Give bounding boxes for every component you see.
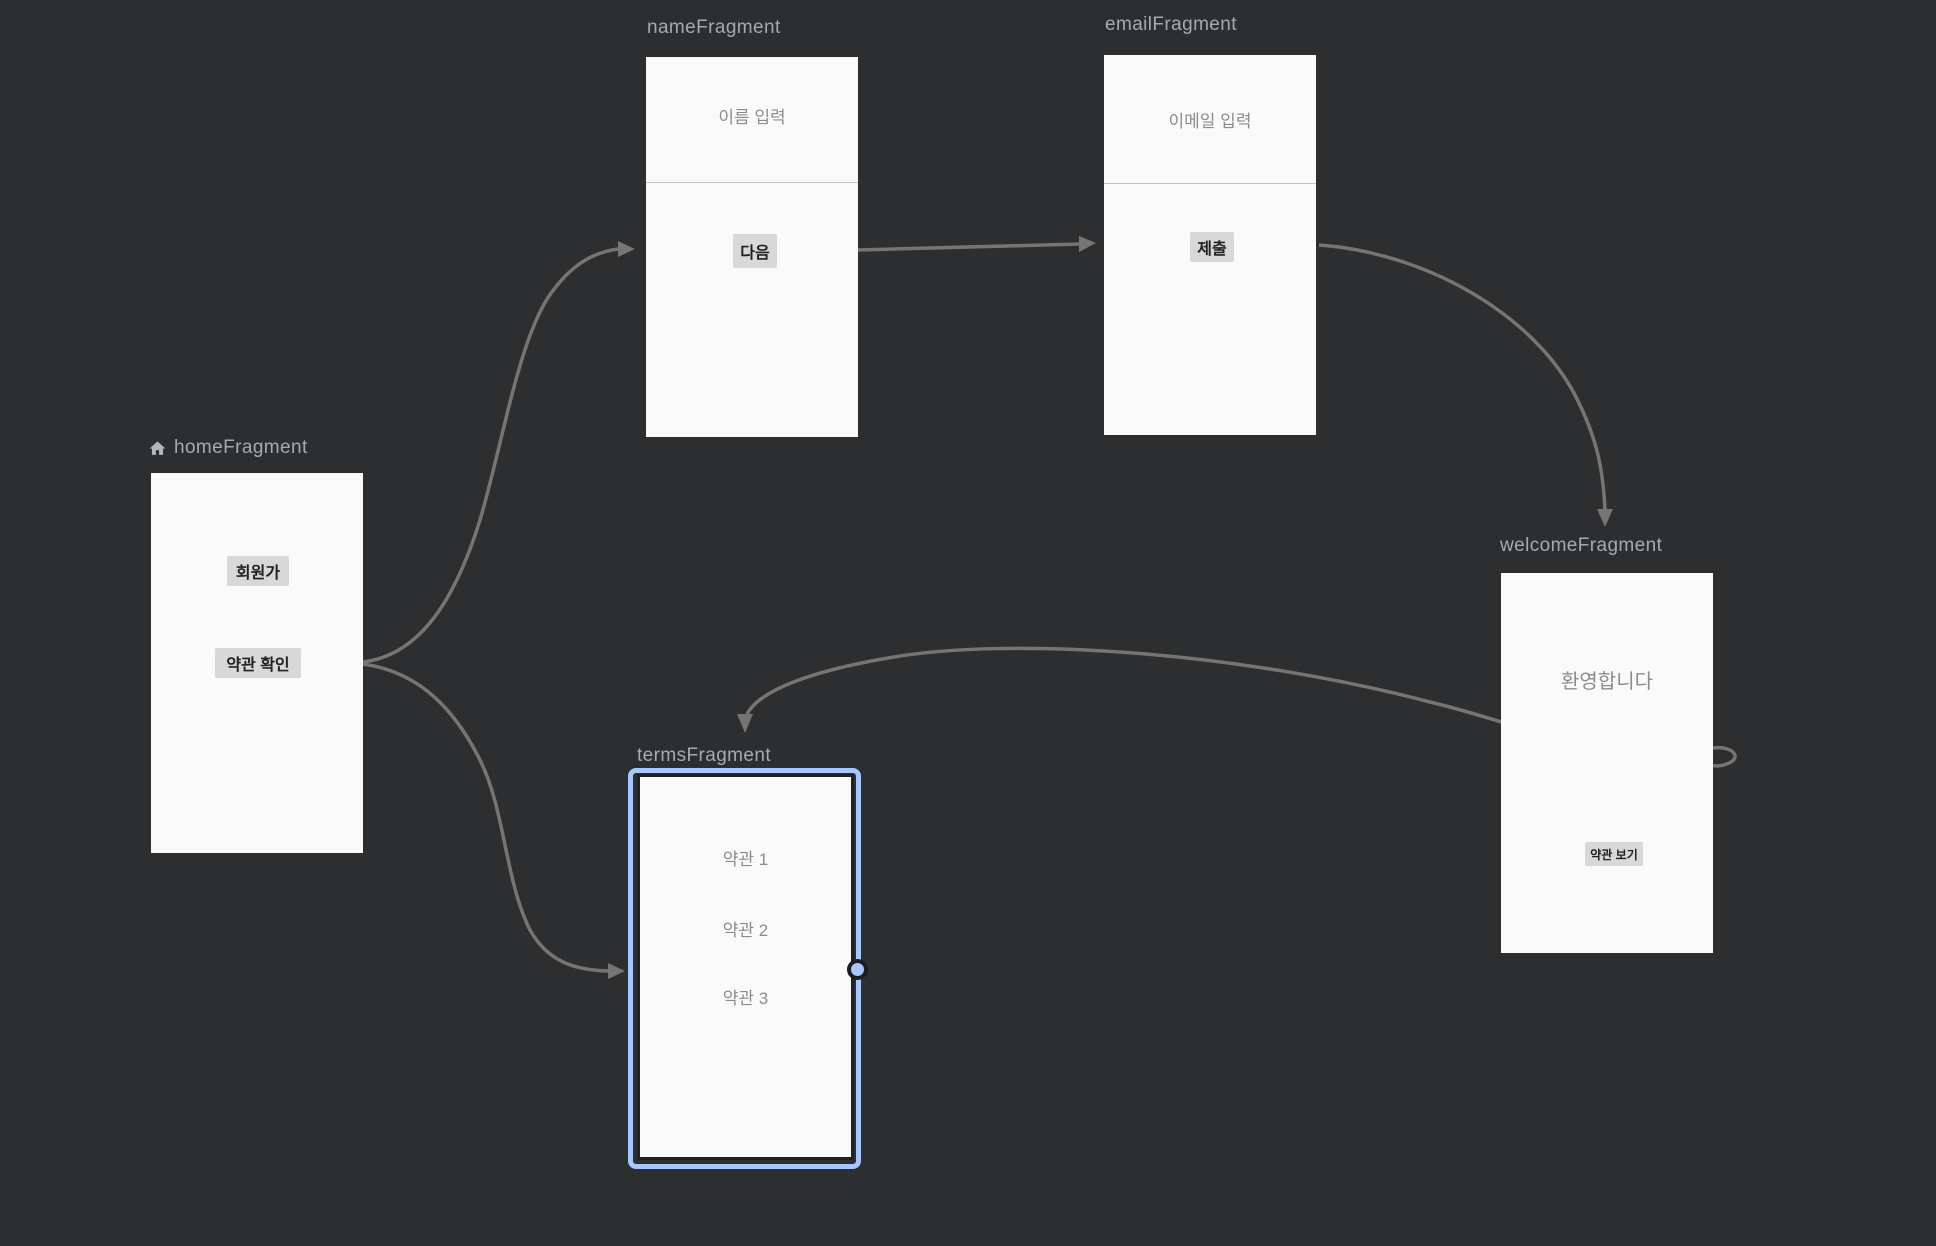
card-divider: [1104, 183, 1316, 184]
edge-name-to-email[interactable]: [855, 236, 1096, 252]
welcome-label-preview: 환영합니다: [1561, 671, 1653, 693]
signup-button-preview: 회원가: [227, 556, 289, 586]
email-fragment-card[interactable]: 이메일 입력 제출: [1104, 55, 1316, 435]
terms-fragment-title: termsFragment: [637, 745, 771, 767]
name-fragment-card[interactable]: 이름 입력 다음: [646, 57, 858, 437]
edge-email-to-welcome[interactable]: [1318, 243, 1613, 527]
terms-fragment-preview: 약관 1 약관 2 약관 3: [640, 777, 851, 1157]
submit-button-preview: 제출: [1190, 232, 1234, 262]
view-terms-button-preview: 약관 보기: [1585, 842, 1643, 866]
welcome-fragment-card[interactable]: 환영합니다 약관 보기: [1501, 573, 1713, 953]
fragment-title-label: termsFragment: [637, 745, 772, 766]
terms-item-3-preview: 약관 3: [722, 989, 769, 1008]
fragment-title-label: welcomeFragment: [1500, 535, 1663, 556]
card-divider: [646, 182, 858, 183]
edge-welcome-to-terms[interactable]: [737, 646, 1737, 768]
home-fragment-card[interactable]: 회원가 약관 확인: [151, 473, 363, 853]
fragment-title-label: nameFragment: [647, 17, 781, 38]
action-connection-handle[interactable]: [847, 959, 868, 980]
terms-fragment-card[interactable]: 약관 1 약관 2 약관 3: [637, 774, 854, 1160]
home-fragment-title: homeFragment: [148, 437, 308, 459]
email-fragment-title: emailFragment: [1105, 14, 1237, 36]
fragment-title-label: emailFragment: [1105, 14, 1237, 35]
name-fragment-title: nameFragment: [647, 17, 781, 39]
edge-home-to-name[interactable]: [362, 241, 635, 664]
email-input-label-preview: 이메일 입력: [1168, 112, 1252, 131]
home-icon: [149, 440, 166, 455]
terms-item-1-preview: 약관 1: [722, 850, 769, 869]
terms-check-button-preview: 약관 확인: [215, 648, 301, 678]
welcome-fragment-title: welcomeFragment: [1500, 535, 1662, 557]
terms-item-2-preview: 약관 2: [722, 921, 769, 940]
fragment-title-label: homeFragment: [174, 437, 308, 458]
edge-home-to-terms[interactable]: [362, 662, 625, 979]
name-input-label-preview: 이름 입력: [718, 108, 786, 127]
next-button-preview: 다음: [733, 234, 777, 268]
